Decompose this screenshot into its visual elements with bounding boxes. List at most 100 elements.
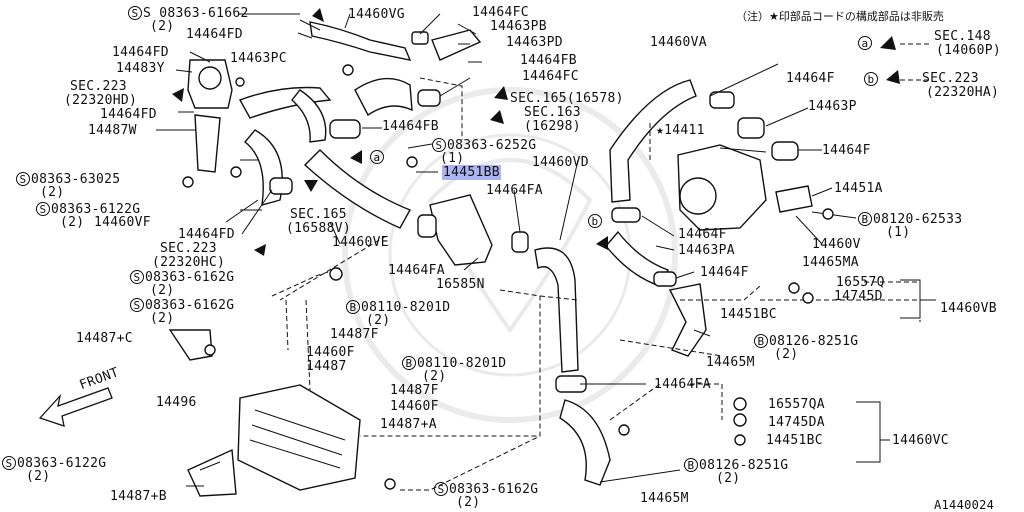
label-text: 08363-63025	[31, 172, 121, 187]
label-sec148[interactable]: SEC.148	[934, 29, 991, 44]
label-14464fd-mid[interactable]: 14464FD	[100, 107, 157, 122]
clamp-14464fc	[417, 89, 441, 107]
hose-14463pb	[431, 29, 482, 61]
screw-symbol-icon: S	[128, 6, 142, 20]
label-qty: (2)	[150, 283, 175, 298]
label-14464fb[interactable]: 14464FB	[382, 119, 439, 134]
label-14745da[interactable]: 14745DA	[768, 415, 825, 430]
hose-14460ve	[303, 149, 411, 229]
label-14487a[interactable]: 14487+A	[380, 417, 437, 432]
label-14460f-a[interactable]: 14460F	[306, 345, 355, 360]
clamp-14464f-b	[771, 141, 799, 161]
label-14451bc-b[interactable]: 14451BC	[766, 433, 823, 448]
label-text: 08363-6122G	[17, 456, 107, 471]
ref-b-icon: b	[588, 214, 602, 228]
label-14487c[interactable]: 14487+C	[76, 331, 133, 346]
label-14464fb-top[interactable]: 14464FB	[520, 53, 577, 68]
bracket-14487b	[187, 448, 237, 497]
label-14460f-b[interactable]: 14460F	[390, 399, 439, 414]
label-14464f-d[interactable]: 14464F	[700, 265, 749, 280]
label-14451a[interactable]: 14451A	[834, 181, 883, 196]
label-14464fa-top[interactable]: 14464FA	[486, 183, 543, 198]
label-14451bb[interactable]: 14451BB	[442, 165, 501, 180]
screw-symbol-icon: S	[130, 298, 144, 312]
label-14464fa-right[interactable]: 14464FA	[654, 377, 711, 392]
label-14460va[interactable]: 14460VA	[650, 35, 707, 50]
label-14464f-c[interactable]: 14464F	[678, 227, 727, 242]
label-14463pb[interactable]: 14463PB	[490, 19, 547, 34]
label-14460vb[interactable]: 14460VB	[940, 301, 997, 316]
label-14464fa[interactable]: 14464FA	[388, 263, 445, 278]
ref-b-marker: b	[588, 214, 603, 229]
label-14460vg[interactable]: 14460VG	[348, 7, 405, 22]
label-qty: (2)	[456, 495, 481, 510]
label-sec223-mid[interactable]: SEC.223	[160, 241, 217, 256]
ref-a-icon: a	[858, 36, 872, 50]
label-14463pa[interactable]: 14463PA	[678, 243, 735, 258]
label-14464fc-mid[interactable]: 14464FC	[522, 69, 579, 84]
clamp-14464fc-top	[411, 31, 429, 45]
label-text-highlighted: 14451BB	[442, 165, 501, 180]
label-14487f-b[interactable]: 14487F	[390, 383, 439, 398]
label-14464fd-left[interactable]: 14464FD	[112, 45, 169, 60]
label-14465m-b[interactable]: 14465M	[640, 491, 689, 506]
label-14460vd[interactable]: 14460VD	[532, 155, 589, 170]
label-sec223-right[interactable]: SEC.223	[922, 71, 979, 86]
label-14496[interactable]: 14496	[156, 395, 197, 410]
label-14463pc[interactable]: 14463PC	[230, 51, 287, 66]
label-14745d[interactable]: 14745D	[834, 289, 883, 304]
label-14487w[interactable]: 14487W	[88, 123, 137, 138]
label-14460vc[interactable]: 14460VC	[892, 433, 949, 448]
label-14460vf[interactable]: 14460VF	[94, 215, 151, 230]
label-14465ma[interactable]: 14465MA	[802, 255, 859, 270]
label-14487b[interactable]: 14487+B	[110, 489, 167, 504]
label-14487f-a[interactable]: 14487F	[330, 327, 379, 342]
label-16557qa[interactable]: 16557QA	[768, 397, 825, 412]
fitting-14451a	[775, 185, 813, 213]
label-14464fd-low[interactable]: 14464FD	[178, 227, 235, 242]
label-16557q[interactable]: 16557Q	[836, 275, 885, 290]
label-14464fd-top[interactable]: 14464FD	[186, 27, 243, 42]
label-14463pd[interactable]: 14463PD	[506, 35, 563, 50]
label-sec165[interactable]: SEC.165	[290, 207, 347, 222]
label-14451bc-a[interactable]: 14451BC	[720, 307, 777, 322]
label-text: 08120-62533	[873, 212, 963, 227]
label-14411[interactable]: ★14411	[656, 123, 705, 138]
label-14464f-a[interactable]: 14464F	[786, 71, 835, 86]
label-14487[interactable]: 14487	[306, 359, 347, 374]
label-14463p[interactable]: 14463P	[808, 99, 857, 114]
label-qty: (2)	[26, 469, 51, 484]
label-sec223-top[interactable]: SEC.223	[70, 79, 127, 94]
label-qty: (2)	[150, 19, 175, 34]
label-16585n[interactable]: 16585N	[436, 277, 485, 292]
label-14483y[interactable]: 14483Y	[116, 61, 165, 76]
label-14460v[interactable]: 14460V	[812, 237, 861, 252]
label-sec165-16578[interactable]: SEC.165(16578)	[510, 91, 624, 106]
label-14464fc-top[interactable]: 14464FC	[472, 5, 529, 20]
clamp-14464f-c	[611, 207, 641, 223]
ref-a-icon: a	[370, 150, 384, 164]
screw-symbol-icon: S	[36, 202, 50, 216]
label-sec165-sub: (16588V)	[286, 221, 352, 236]
bolt-symbol-icon: B	[684, 458, 698, 472]
label-sec163[interactable]: SEC.163	[524, 105, 581, 120]
label-qty: (1)	[440, 151, 465, 166]
label-14464f-b[interactable]: 14464F	[822, 143, 871, 158]
label-14460ve[interactable]: 14460VE	[332, 235, 389, 250]
tube-16585n	[429, 194, 493, 266]
label-14465m-a[interactable]: 14465M	[706, 355, 755, 370]
